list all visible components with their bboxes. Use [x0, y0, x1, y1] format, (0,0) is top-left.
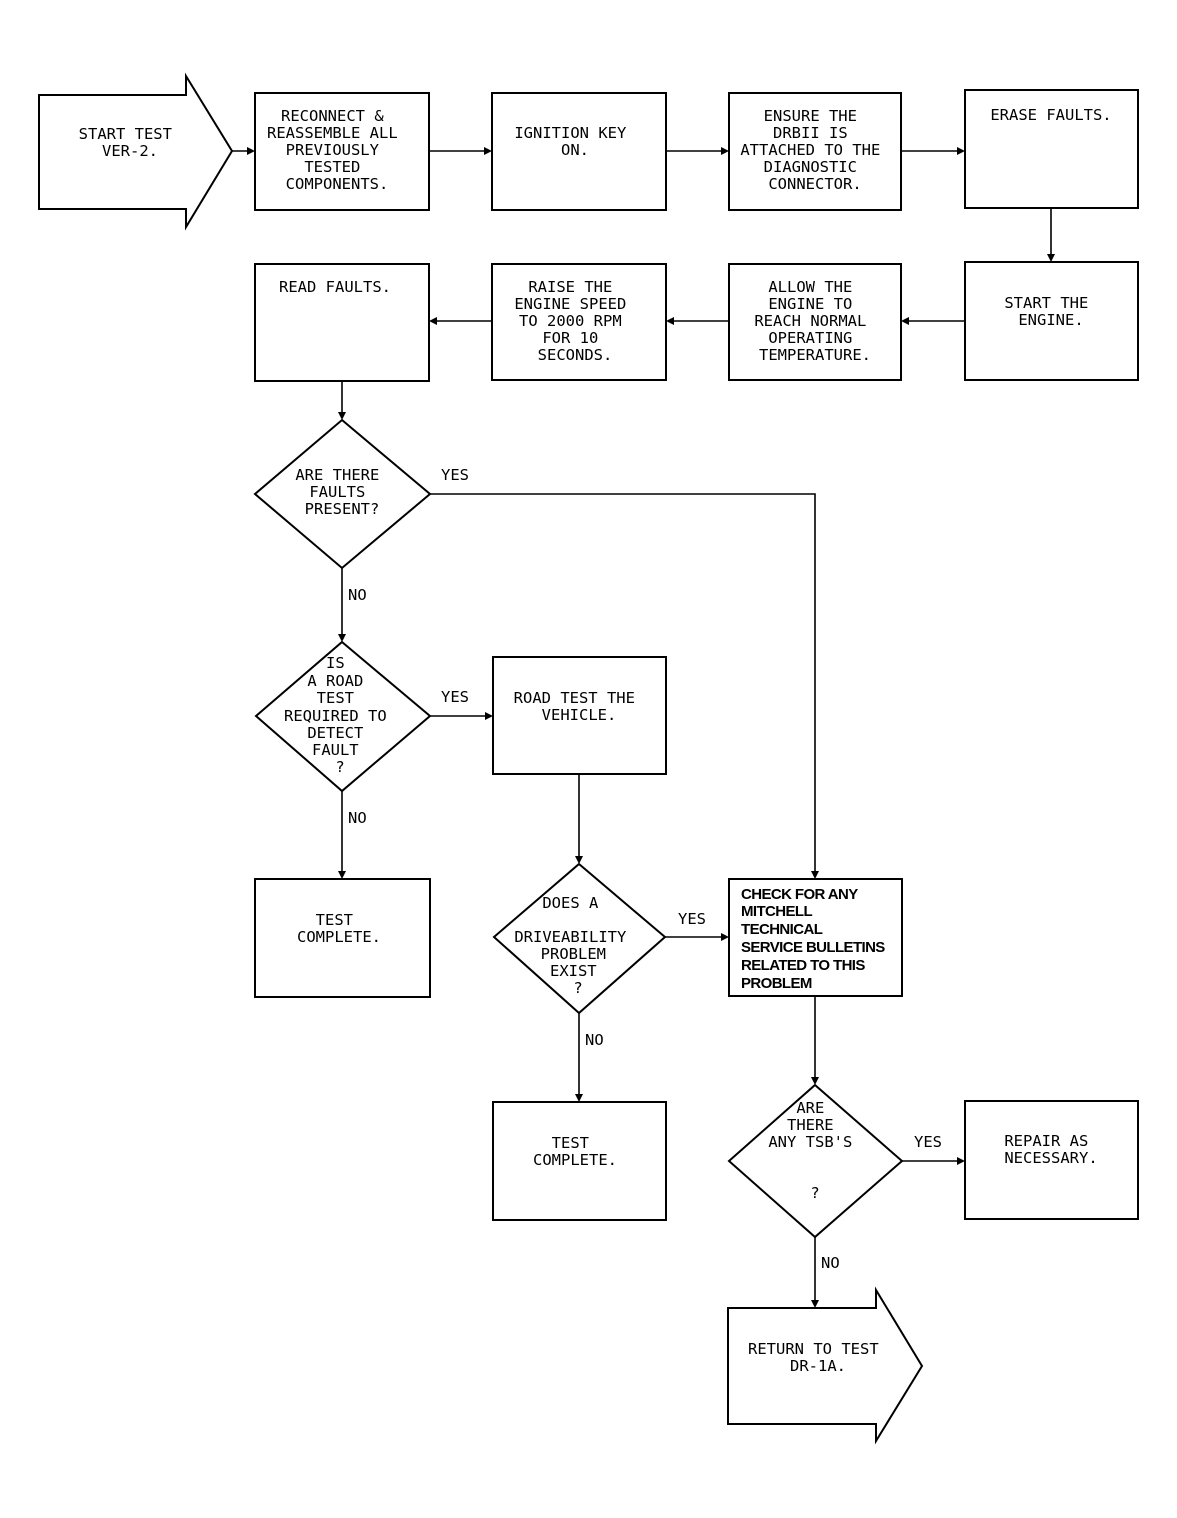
return-to-test-label: RETURN TO TEST DR-1A. [748, 1340, 888, 1375]
repair-label: REPAIR AS NECESSARY. [1004, 1132, 1097, 1167]
raise-rpm-label: RAISE THE ENGINE SPEED TO 2000 RPM FOR 1… [514, 278, 635, 364]
start-test-ver2-arrow-shape [38, 72, 234, 231]
driveability-label: DOES A DRIVEABILITY PROBLEM EXIST ? [514, 894, 635, 997]
read-faults-box [254, 263, 430, 382]
test-complete-label-2: TEST COMPLETE. [533, 1134, 617, 1169]
ensure-drb-box [728, 92, 902, 211]
ignition-box [491, 92, 667, 211]
reconnect-box [254, 92, 430, 211]
road-yes-label: YES [441, 688, 469, 706]
erase-faults-box [964, 89, 1139, 209]
drive-no-label: NO [585, 1031, 604, 1049]
faults-yes-label: YES [441, 466, 469, 484]
repair-box [964, 1100, 1139, 1220]
faults-present-label: ARE THERE FAULTS PRESENT? [295, 466, 388, 518]
test-complete-box-2 [492, 1101, 667, 1221]
start-test-label: START TEST VER-2. [79, 125, 182, 160]
test-complete-box-1 [254, 878, 431, 998]
road-no-label: NO [348, 809, 367, 827]
connectors [232, 147, 1055, 1308]
tsb-yes-label: YES [914, 1133, 942, 1151]
warm-up-box [728, 263, 902, 381]
road-test-required-label: IS A ROAD TEST REQUIRED TO DETECT FAULT … [284, 654, 396, 776]
test-complete-label-1: TEST COMPLETE. [297, 911, 381, 946]
warm-up-label: ALLOW THE ENGINE TO REACH NORMAL OPERATI… [754, 278, 875, 364]
drive-yes-label: YES [678, 910, 706, 928]
check-tsb-label: CHECK FOR ANY MITCHELL TECHNICAL SERVICE… [741, 886, 888, 992]
erase-faults-label: ERASE FAULTS. [990, 106, 1111, 124]
ignition-label: IGNITION KEY ON. [514, 124, 635, 159]
read-faults-label: READ FAULTS. [279, 278, 391, 296]
reconnect-label: RECONNECT & REASSEMBLE ALL PREVIOUSLY TE… [267, 107, 407, 193]
start-engine-label: START THE ENGINE. [1004, 294, 1097, 329]
ensure-drb-label: ENSURE THE DRBII IS ATTACHED TO THE DIAG… [740, 107, 889, 193]
any-tsbs-label: ARE THERE ANY TSB'S ? [768, 1099, 861, 1202]
raise-rpm-box [491, 263, 667, 381]
tsb-no-label: NO [821, 1254, 840, 1272]
road-test-box [492, 656, 667, 775]
faults-no-label: NO [348, 586, 367, 604]
return-to-test-arrow-shape [727, 1286, 924, 1445]
road-test-label: ROAD TEST THE VEHICLE. [514, 689, 645, 724]
